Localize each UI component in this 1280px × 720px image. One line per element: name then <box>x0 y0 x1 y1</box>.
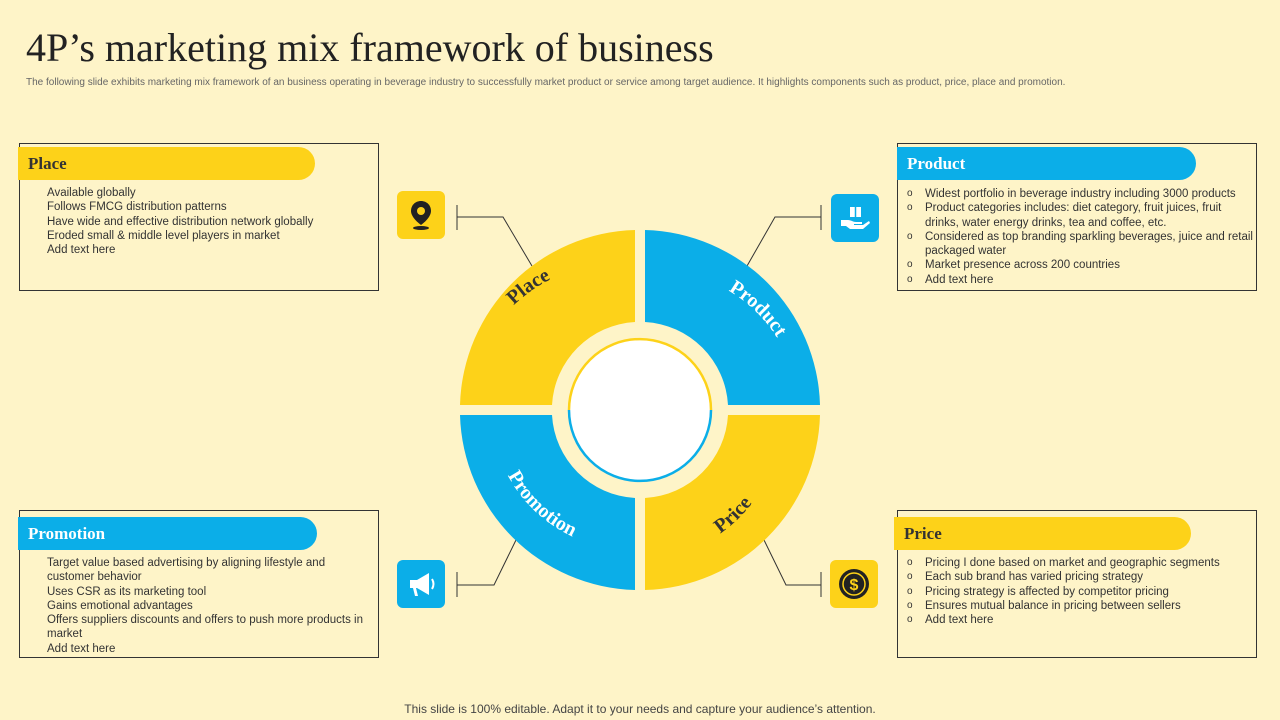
list-item: Gains emotional advantages <box>47 599 193 612</box>
promotion-card: Promotion Target value based advertising… <box>18 510 379 658</box>
price-list: Pricing I done based on market and geogr… <box>907 556 1255 628</box>
product-heading: Product <box>897 147 1196 180</box>
wheel-center <box>569 339 711 481</box>
list-item: Offers suppliers discounts and offers to… <box>47 614 363 641</box>
page-subtitle: The following slide exhibits marketing m… <box>26 77 1066 88</box>
list-item: Have wide and effective distribution net… <box>47 215 314 228</box>
price-heading: Price <box>894 517 1191 550</box>
place-list: Available globally Follows FMCG distribu… <box>47 186 367 257</box>
list-item: Add text here <box>47 244 116 257</box>
svg-text:$: $ <box>850 577 859 594</box>
wheel-segment-product <box>645 230 820 405</box>
product-list: Widest portfolio in beverage industry in… <box>907 187 1255 288</box>
list-item: Follows FMCG distribution patterns <box>47 201 227 214</box>
promotion-heading: Promotion <box>18 517 317 550</box>
hand-box-icon <box>831 194 879 242</box>
wheel-segment-place <box>460 230 635 405</box>
list-item: Add text here <box>47 642 116 655</box>
list-item: Market presence across 200 countries <box>907 258 1255 273</box>
footer-note: This slide is 100% editable. Adapt it to… <box>404 702 876 716</box>
list-item: Available globally <box>47 187 136 199</box>
list-item: Widest portfolio in beverage industry in… <box>907 187 1255 202</box>
list-item: Pricing strategy is affected by competit… <box>907 585 1255 600</box>
list-item: Eroded small & middle level players in m… <box>47 229 280 242</box>
location-pin-icon <box>397 191 445 239</box>
list-item: Add text here <box>907 273 1255 288</box>
list-item: Each sub brand has varied pricing strate… <box>907 570 1255 585</box>
place-heading: Place <box>18 147 315 180</box>
product-card: Product Widest portfolio in beverage ind… <box>897 143 1257 291</box>
center-ring-arc-top <box>567 337 713 411</box>
dollar-coin-icon: $ <box>830 560 878 608</box>
megaphone-icon <box>397 560 445 608</box>
list-item: Uses CSR as its marketing tool <box>47 585 207 598</box>
wheel-segment-promotion <box>460 415 635 590</box>
list-item: Add text here <box>907 613 1255 628</box>
list-item: Pricing I done based on market and geogr… <box>907 556 1255 571</box>
list-item: Ensures mutual balance in pricing betwee… <box>907 599 1255 614</box>
page-title: 4P’s marketing mix framework of business <box>26 25 714 70</box>
list-item: Product categories includes: diet catego… <box>907 201 1255 230</box>
list-item: Considered as top branding sparkling bev… <box>907 230 1255 259</box>
connector-lines <box>456 205 822 597</box>
center-ring-arc-bottom <box>567 409 713 483</box>
wheel-segment-price <box>645 415 820 590</box>
promotion-list: Target value based advertising by aligni… <box>47 556 367 656</box>
list-item: Target value based advertising by aligni… <box>47 557 326 584</box>
price-card: Price Pricing I done based on market and… <box>894 510 1257 658</box>
place-card: Place Available globally Follows FMCG di… <box>18 143 379 291</box>
